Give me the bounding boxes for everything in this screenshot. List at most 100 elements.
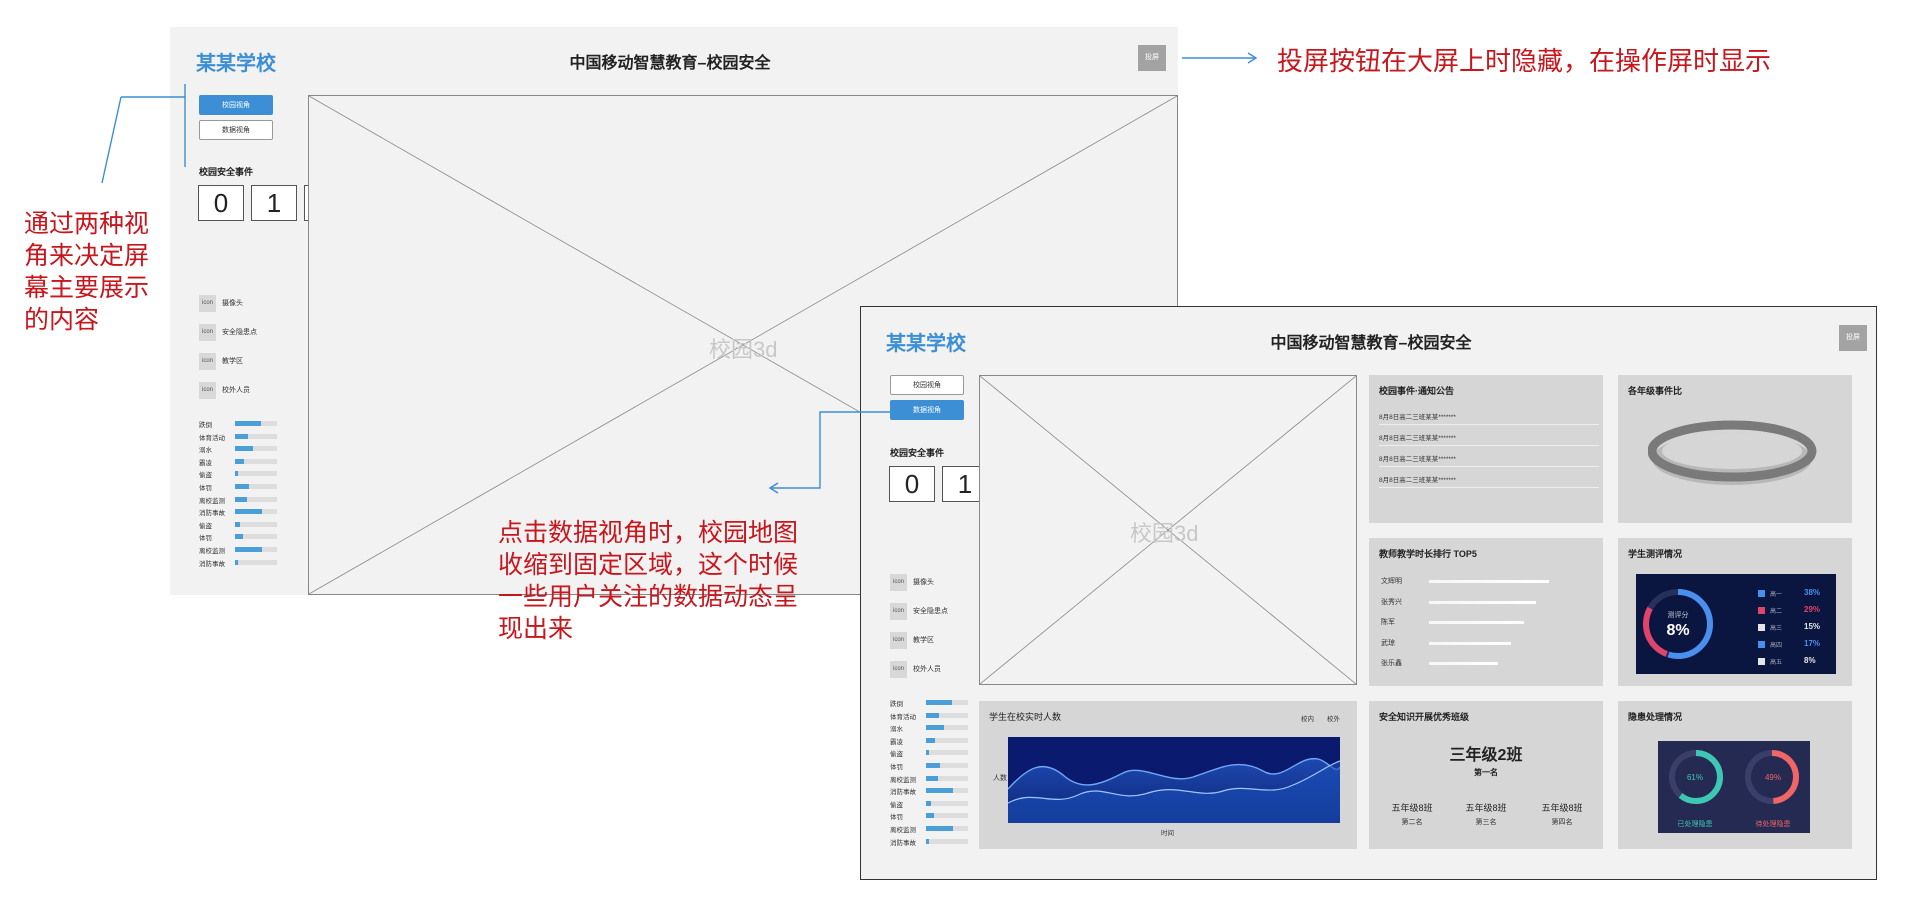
stat-bar [235,509,262,515]
stat-label: 霸凌 [890,738,903,746]
stat-label: 跌倒 [890,701,903,708]
stat-bar [235,458,245,464]
x-axis-label: 时间 [1161,830,1174,837]
legend-label: 教学区 [222,358,243,365]
legend-label: 安全隐患点 [913,608,948,615]
panel-title: 各年级事件比 [1628,386,1683,396]
data-view-button[interactable]: 数据视角 [199,120,273,140]
top-rank: 第一名 [1474,768,1498,777]
stat-track [235,421,277,426]
rank-name: 文辉明 [1381,578,1402,585]
eval-donut [1643,589,1713,659]
campus-map[interactable]: 校园3d [979,375,1357,685]
stat-label: 跌倒 [199,422,212,429]
legend-inside[interactable]: 校内 [1301,716,1314,723]
handled-gauge [1669,750,1723,804]
data-view-arrow [768,411,894,494]
stat-label: 体罚 [199,485,212,492]
stat-bar [235,534,243,540]
stat-row: 消防事故 [890,785,976,797]
data-view-button[interactable]: 数据视角 [890,400,964,420]
stat-label: 离校监测 [890,776,916,784]
eval-value: 15% [1804,622,1821,631]
page-title: 中国移动智慧教育–校园安全 [1270,335,1472,352]
teacher-rank-panel: 教师教学时长排行 TOP5 文辉明张秀兴陈军武琼张乐鑫 [1369,538,1603,686]
stat-bar [235,559,239,565]
stat-row: 体罚 [890,810,976,822]
legend-teaching[interactable]: icon 教学区 [199,352,243,370]
stat-track [926,838,968,844]
stat-label: 偷盗 [890,751,903,759]
eval-label: 高三 [1770,626,1783,632]
stat-label: 溺水 [199,447,212,455]
stat-row: 霸凌 [890,735,976,747]
handled-label: 已处理隐患 [1677,821,1713,828]
events-label: 校园安全事件 [199,167,254,177]
legend-label: 校外人员 [913,666,941,673]
best-class-panel: 安全知识开展优秀班级 三年级2班 第一名 五年级8班 第二名 五年级8班 第三名… [1369,701,1603,849]
stat-bar [235,471,238,477]
notice-item[interactable]: 8月8日高二三班某某******* [1379,474,1599,488]
eval-chip [1758,590,1765,597]
legend-label: 安全隐患点 [222,329,257,336]
stat-track [926,775,968,781]
notice-item[interactable]: 8月8日高二三班某某******* [1379,432,1599,446]
notice-item[interactable]: 8月8日高二三班某某******* [1379,411,1599,425]
rank-bar [1429,600,1537,604]
eval-chip [1758,641,1765,648]
stat-bar [926,700,953,705]
eval-label: 高五 [1770,660,1783,666]
teaching-area-icon: icon [199,352,216,370]
class-rank: 第三名 [1475,819,1497,826]
stat-label: 霸凌 [199,459,212,467]
cast-button[interactable]: 投屏 [1138,45,1166,71]
class-name: 五年级8班 [1465,803,1507,813]
hazard-icon: icon [890,602,907,620]
campus-view-button[interactable]: 校园视角 [199,95,273,115]
legend-outside[interactable]: 校外 [1327,716,1340,723]
legend-label: 摄像头 [222,300,243,307]
stat-track [235,496,277,502]
stat-row: 体罚 [199,531,285,543]
camera-icon: icon [890,573,907,591]
legend-label: 教学区 [913,637,934,644]
stat-label: 偷盗 [890,801,903,809]
stat-track [235,446,277,452]
rank-bar [1429,580,1549,583]
eval-value: 29% [1804,605,1821,614]
stat-label: 消防事故 [199,560,225,568]
legend-hazard[interactable]: icon 安全隐患点 [890,602,948,620]
stat-track [235,471,277,477]
hazard-chart: 61% 49% 已处理隐患 待处理隐患 [1658,741,1810,833]
stat-track [235,547,277,552]
rank-bar [1429,621,1524,624]
stat-row: 消防事故 [199,506,285,518]
eval-center-value: 8% [1666,622,1690,639]
rank-name: 武琼 [1381,639,1395,647]
stat-bar [926,813,934,819]
grade-ratio-panel: 各年级事件比 [1618,375,1852,523]
event-digit: 1 [251,185,297,221]
class-rank: 第四名 [1551,819,1573,826]
stat-bar [926,800,932,806]
stat-label: 离校监测 [199,548,225,555]
stat-row: 溺水 [890,722,976,734]
school-name: 某某学校 [886,333,966,355]
annotation-data-view: 点击数据视角时，校园地图收缩到固定区域，这个时候一些用户关注的数据动态呈现出来 [498,520,799,643]
stat-track [235,521,277,527]
stat-track [926,700,968,705]
hazard-gauges [1669,750,1799,804]
stat-bar [235,421,262,426]
campus-view-button[interactable]: 校园视角 [890,375,964,395]
class-name: 五年级8班 [1541,803,1583,813]
cast-button[interactable]: 投屏 [1839,325,1867,351]
eval-value: 8% [1804,656,1816,665]
notice-item[interactable]: 8月8日高二三班某某******* [1379,453,1599,467]
stat-bar [235,446,254,452]
